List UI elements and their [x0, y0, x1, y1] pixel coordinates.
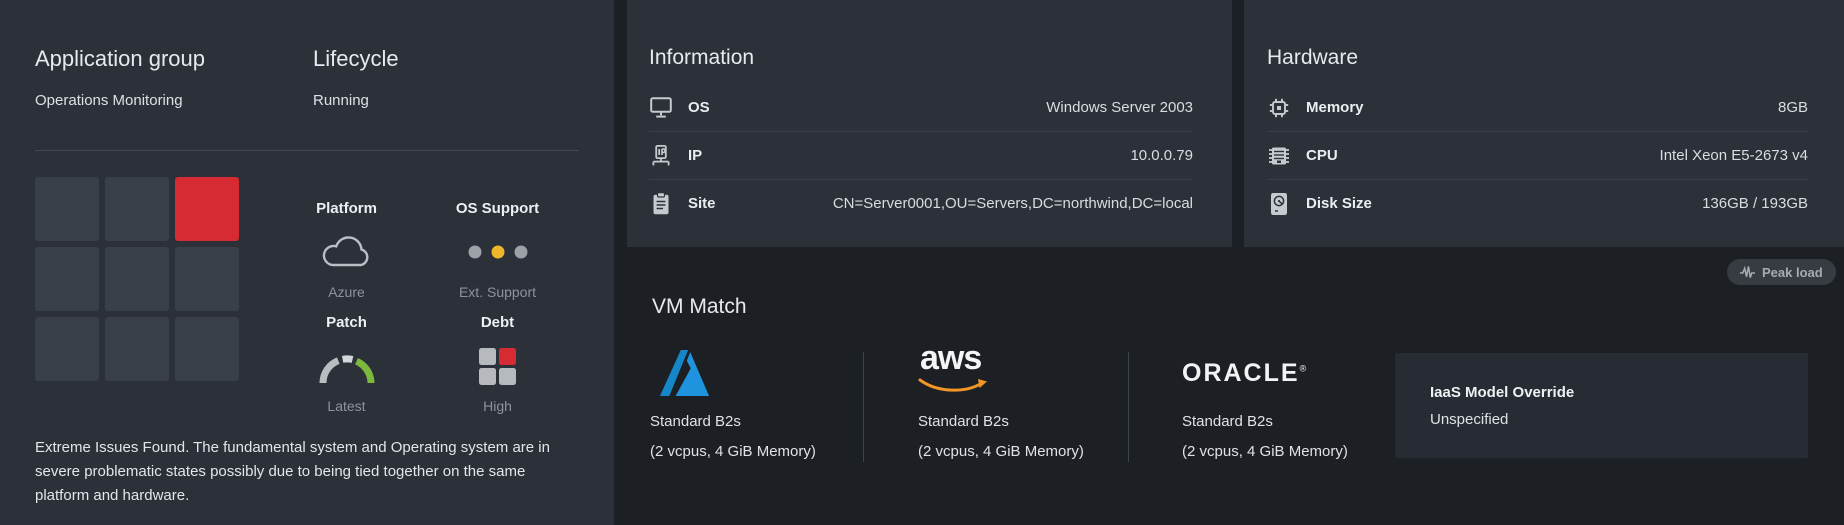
platform-label: Platform	[316, 200, 377, 217]
hardware-rows: Memory 8GB	[1267, 84, 1808, 227]
debt-grid-icon	[479, 342, 516, 390]
hw-row-disk: Disk Size 136GB / 193GB	[1267, 179, 1808, 227]
iaas-model-override-box: IaaS Model Override Unspecified	[1395, 353, 1808, 458]
os-support-caption: Ext. Support	[458, 284, 537, 300]
vm-match-section: VM Match Peak load Standard B2s (2 vcpus…	[614, 247, 1844, 525]
oracle-logo: ORACLE®	[1182, 359, 1307, 387]
aws-vm-spec: (2 vcpus, 4 GiB Memory)	[918, 443, 1084, 460]
heatmap-cell-normal	[175, 247, 239, 311]
os-support-label: OS Support	[455, 200, 540, 217]
monitor-icon	[649, 97, 673, 118]
metric-os-support: OS Support Ext. Support	[422, 200, 573, 302]
waveform-icon	[1740, 265, 1755, 278]
heatmap-cell-normal	[175, 317, 239, 381]
information-panel: Information OS Windows Server 2003	[627, 0, 1232, 247]
application-group-title: Application group	[35, 46, 206, 71]
vm-match-title: VM Match	[652, 295, 747, 318]
debt-caption: High	[483, 398, 512, 414]
info-row-value: Windows Server 2003	[1046, 99, 1193, 116]
iaas-override-label: IaaS Model Override	[1430, 384, 1575, 401]
lifecycle-title: Lifecycle	[313, 46, 399, 71]
registered-mark: ®	[1299, 363, 1307, 374]
patch-caption: Latest	[327, 398, 366, 414]
cloud-icon	[320, 228, 374, 276]
metric-patch: Patch Latest	[271, 314, 422, 416]
iaas-override-value: Unspecified	[1430, 411, 1509, 428]
patch-gauge-icon	[314, 342, 380, 390]
metric-platform: Platform Azure	[271, 200, 422, 302]
hw-row-cpu: CPU Intel Xeon E5-2673 v4	[1267, 131, 1808, 179]
header-divider	[35, 150, 579, 151]
issue-warning-text: Extreme Issues Found. The fundamental sy…	[35, 439, 550, 504]
clipboard-icon	[649, 192, 673, 215]
hardware-panel: Hardware	[1244, 0, 1844, 247]
info-row-os: OS Windows Server 2003	[649, 84, 1193, 131]
provider-divider	[863, 352, 864, 462]
hw-row-memory: Memory 8GB	[1267, 84, 1808, 131]
hw-row-value: 136GB / 193GB	[1702, 195, 1808, 212]
risk-heatmap	[35, 177, 239, 381]
summary-panel: Application group Operations Monitoring …	[0, 0, 614, 525]
info-row-site: Site CN=Server0001,OU=Servers,DC=northwi…	[649, 179, 1193, 227]
info-row-label: Site	[688, 195, 716, 212]
metric-debt: Debt High	[422, 314, 573, 416]
lifecycle-metrics: Platform Azure OS Support Ext.	[271, 200, 577, 416]
hw-row-value: Intel Xeon E5-2673 v4	[1659, 147, 1808, 164]
hw-row-value: 8GB	[1777, 99, 1808, 116]
hardware-title: Hardware	[1267, 46, 1359, 69]
info-row-ip: IP 10.0.0.79	[649, 131, 1193, 179]
info-row-value: 10.0.0.79	[1130, 147, 1193, 164]
heatmap-cell-normal	[105, 317, 169, 381]
heatmap-cell-alert	[175, 177, 239, 241]
patch-label: Patch	[326, 314, 367, 331]
disk-icon	[1267, 192, 1291, 216]
oracle-vm-spec: (2 vcpus, 4 GiB Memory)	[1182, 443, 1348, 460]
aws-smile-icon	[918, 378, 990, 396]
debt-label: Debt	[480, 314, 515, 331]
aws-logo: aws	[920, 339, 982, 377]
info-row-label: IP	[688, 147, 703, 164]
network-icon	[649, 144, 673, 167]
heatmap-cell-normal	[35, 317, 99, 381]
peak-load-badge[interactable]: Peak load	[1727, 259, 1836, 285]
azure-vm-name: Standard B2s	[650, 413, 741, 430]
oracle-vm-name: Standard B2s	[1182, 413, 1273, 430]
application-group-value: Operations Monitoring	[35, 92, 183, 109]
lifecycle-value: Running	[313, 92, 369, 109]
provider-divider	[1128, 352, 1129, 462]
support-dots-icon	[467, 228, 529, 276]
heatmap-cell-normal	[105, 247, 169, 311]
hw-row-label: Disk Size	[1306, 195, 1372, 212]
peak-load-label: Peak load	[1762, 264, 1823, 280]
platform-caption: Azure	[328, 284, 365, 300]
information-title: Information	[649, 46, 755, 69]
info-row-value: CN=Server0001,OU=Servers,DC=northwind,DC…	[832, 195, 1193, 212]
cpu-chip-icon	[1267, 144, 1291, 168]
heatmap-cell-normal	[35, 247, 99, 311]
memory-chip-icon	[1267, 96, 1291, 120]
azure-vm-spec: (2 vcpus, 4 GiB Memory)	[650, 443, 816, 460]
hw-row-label: Memory	[1306, 99, 1364, 116]
heatmap-cell-normal	[35, 177, 99, 241]
aws-vm-name: Standard B2s	[918, 413, 1009, 430]
information-rows: OS Windows Server 2003	[649, 84, 1193, 227]
hw-row-label: CPU	[1306, 147, 1338, 164]
azure-logo	[653, 350, 717, 396]
info-row-label: OS	[688, 99, 710, 116]
heatmap-cell-normal	[105, 177, 169, 241]
